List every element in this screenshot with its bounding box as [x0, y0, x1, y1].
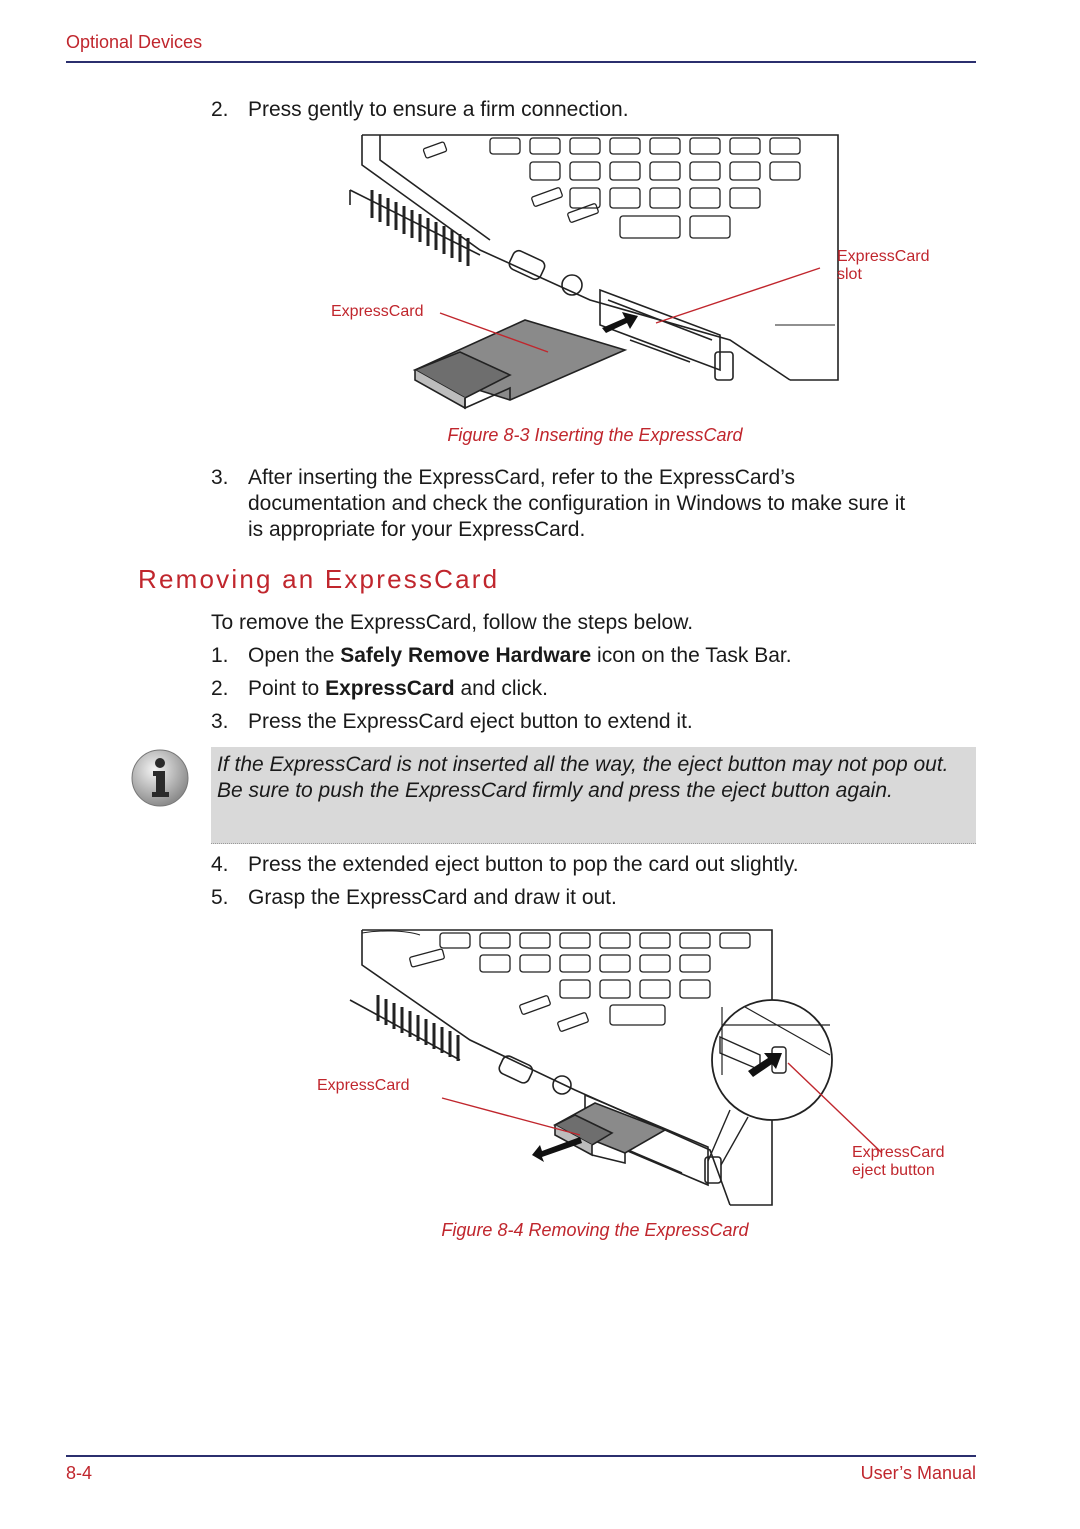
- step-text-line: After inserting the ExpressCard, refer t…: [248, 466, 796, 489]
- list-item: 5. Grasp the ExpressCard and draw it out…: [211, 885, 971, 911]
- bold-term: Safely Remove Hardware: [340, 644, 592, 667]
- step-number: 4.: [211, 853, 229, 876]
- step-text-line: is appropriate for your ExpressCard.: [248, 518, 586, 541]
- removing-expresscard-illustration: ExpressCard ExpressCard eject button: [317, 929, 944, 1206]
- info-icon: [131, 749, 189, 807]
- card-label: ExpressCard: [331, 303, 423, 320]
- note-box: If the ExpressCard is not inserted all t…: [211, 747, 976, 844]
- list-item: 3. Press the ExpressCard eject button to…: [211, 709, 971, 735]
- step-text: Press gently to ensure a firm connection…: [248, 98, 629, 121]
- figure-caption: Figure 8-3 Inserting the ExpressCard: [447, 425, 743, 445]
- step-text: Press the extended eject button to pop t…: [248, 853, 799, 876]
- figure-caption: Figure 8-4 Removing the ExpressCard: [441, 1220, 749, 1240]
- section-heading: Removing an ExpressCard: [138, 564, 500, 594]
- page-number: 8-4: [66, 1463, 93, 1483]
- running-header: Optional Devices: [66, 32, 203, 52]
- step-text: Press the ExpressCard eject button to ex…: [248, 710, 693, 733]
- inserting-expresscard-illustration: ExpressCard slot ExpressCard: [331, 134, 929, 410]
- manual-title: User’s Manual: [860, 1463, 976, 1483]
- list-item: 2. Press gently to ensure a firm connect…: [211, 97, 971, 123]
- step-number: 2.: [211, 677, 229, 700]
- step-text: Grasp the ExpressCard and draw it out.: [248, 886, 617, 909]
- card-label: ExpressCard: [317, 1077, 409, 1094]
- list-item: 2. Point to ExpressCard and click.: [211, 676, 971, 702]
- step-number: 1.: [211, 644, 229, 667]
- intro-text: To remove the ExpressCard, follow the st…: [211, 611, 694, 634]
- step-text-line: documentation and check the configuratio…: [248, 492, 906, 515]
- list-item: 4. Press the extended eject button to po…: [211, 852, 971, 878]
- header-rule: [66, 61, 976, 63]
- step-text: Open the Safely Remove Hardware icon on …: [248, 644, 792, 667]
- footer-rule: [66, 1455, 976, 1457]
- eject-label-line2: eject button: [852, 1162, 935, 1179]
- eject-label-line1: ExpressCard: [852, 1144, 944, 1161]
- step-number: 2.: [211, 98, 229, 121]
- slot-label-line1: ExpressCard: [837, 248, 929, 265]
- note-text: If the ExpressCard is not inserted all t…: [217, 753, 949, 802]
- list-item: 1. Open the Safely Remove Hardware icon …: [211, 643, 971, 669]
- bold-term: ExpressCard: [325, 677, 455, 700]
- step-text: Point to ExpressCard and click.: [248, 677, 549, 700]
- step-number: 5.: [211, 886, 229, 909]
- slot-label-line2: slot: [837, 266, 862, 283]
- step-number: 3.: [211, 710, 229, 733]
- list-item: 3. After inserting the ExpressCard, refe…: [211, 465, 981, 543]
- step-number: 3.: [211, 466, 229, 489]
